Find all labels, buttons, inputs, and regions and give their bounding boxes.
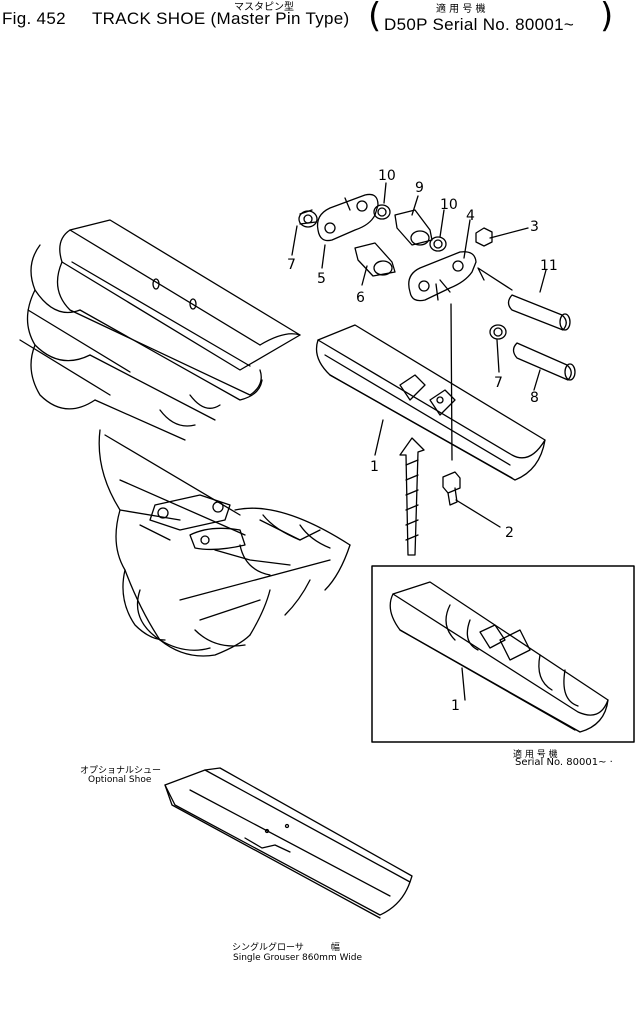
optional-shoe-jp: オプショナルシュー: [80, 766, 162, 776]
pin-drawing: [394, 209, 433, 246]
callout-1a: 1: [370, 459, 379, 475]
callout-7b: 7: [494, 375, 503, 391]
callout-1b: 1: [451, 698, 460, 714]
arrow-drawing: [399, 437, 425, 556]
callout-6: 6: [356, 290, 365, 306]
nut-drawing: [475, 227, 493, 247]
header-bracket-right: ): [600, 0, 614, 36]
shoe-drawing: [315, 324, 546, 481]
link-drawing: [316, 193, 379, 242]
callout-4: 4: [466, 208, 475, 224]
callout-3: 3: [530, 219, 539, 235]
callout-8: 8: [530, 390, 539, 406]
callout-9: 9: [415, 180, 424, 196]
model-serial: D50P Serial No. 80001~: [384, 15, 575, 34]
header-applicable-jp: 適 用 号 機: [436, 4, 486, 15]
inset-applicable-jp: 適 用 号 機: [513, 750, 558, 760]
bushing-drawing: [298, 209, 318, 228]
callout-7a: 7: [287, 257, 296, 273]
callout-5: 5: [317, 271, 326, 287]
callout-10b: 10: [440, 197, 458, 213]
fig-label: Fig. 452: [2, 9, 66, 28]
header-bracket-left: (: [368, 0, 382, 36]
header-jp-text: マスタピン型: [234, 2, 294, 13]
inset-serial: Serial No. 80001~ ·: [515, 757, 613, 768]
optional-shoe-en: Optional Shoe: [88, 775, 152, 785]
callout-11: 11: [540, 258, 558, 274]
callout-2: 2: [505, 525, 514, 541]
bolt-drawing: [442, 471, 461, 506]
callout-10a: 10: [378, 168, 396, 184]
grouser-en: Single Grouser 860mm Wide: [233, 953, 363, 963]
page-title: TRACK SHOE (Master Pin Type): [92, 9, 350, 28]
grouser-jp: シングルグローサ 幅: [232, 943, 340, 953]
track-assembly-drawing: [19, 219, 351, 657]
